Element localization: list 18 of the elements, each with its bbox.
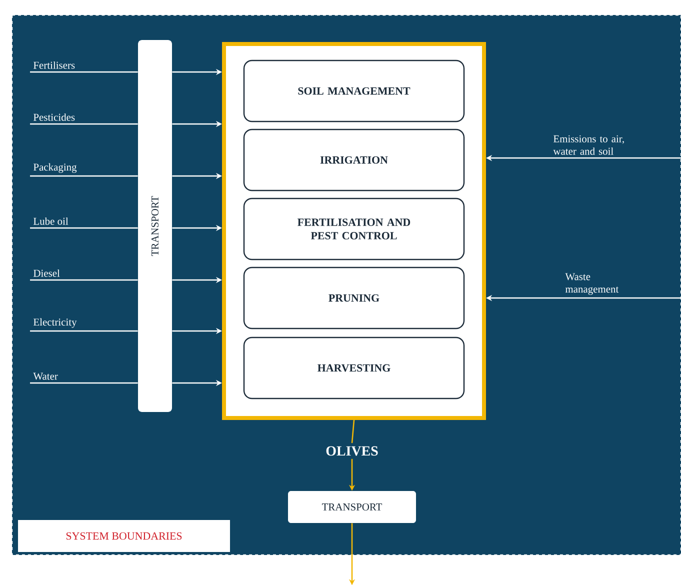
input-label: Water (33, 372, 58, 380)
process-box: IRRIGATION (243, 128, 465, 192)
input-label: Packaging (34, 163, 77, 173)
legend-box: SYSTEM BOUNDARIES (18, 520, 230, 552)
input-label: Lube oil (34, 217, 68, 225)
output-label: Waste management (565, 273, 619, 295)
process-box: HARVESTING (243, 336, 465, 400)
transport-bar: TRANSPORT (138, 40, 172, 412)
output-label: Emissions to air, water and soil (553, 135, 624, 155)
input-label: Fertilisers (34, 61, 75, 69)
transport-box: TRANSPORT (288, 491, 416, 523)
input-label: Diesel (34, 269, 60, 277)
process-box: PRUNING (243, 266, 465, 330)
process-box: SOIL MANAGEMENT (243, 60, 465, 122)
input-label: Electricity (34, 318, 77, 328)
process-box: FERTILISATION AND PEST CONTROL (243, 198, 465, 260)
product-label: OLIVES (326, 446, 378, 456)
input-label: Pesticides (34, 113, 75, 121)
